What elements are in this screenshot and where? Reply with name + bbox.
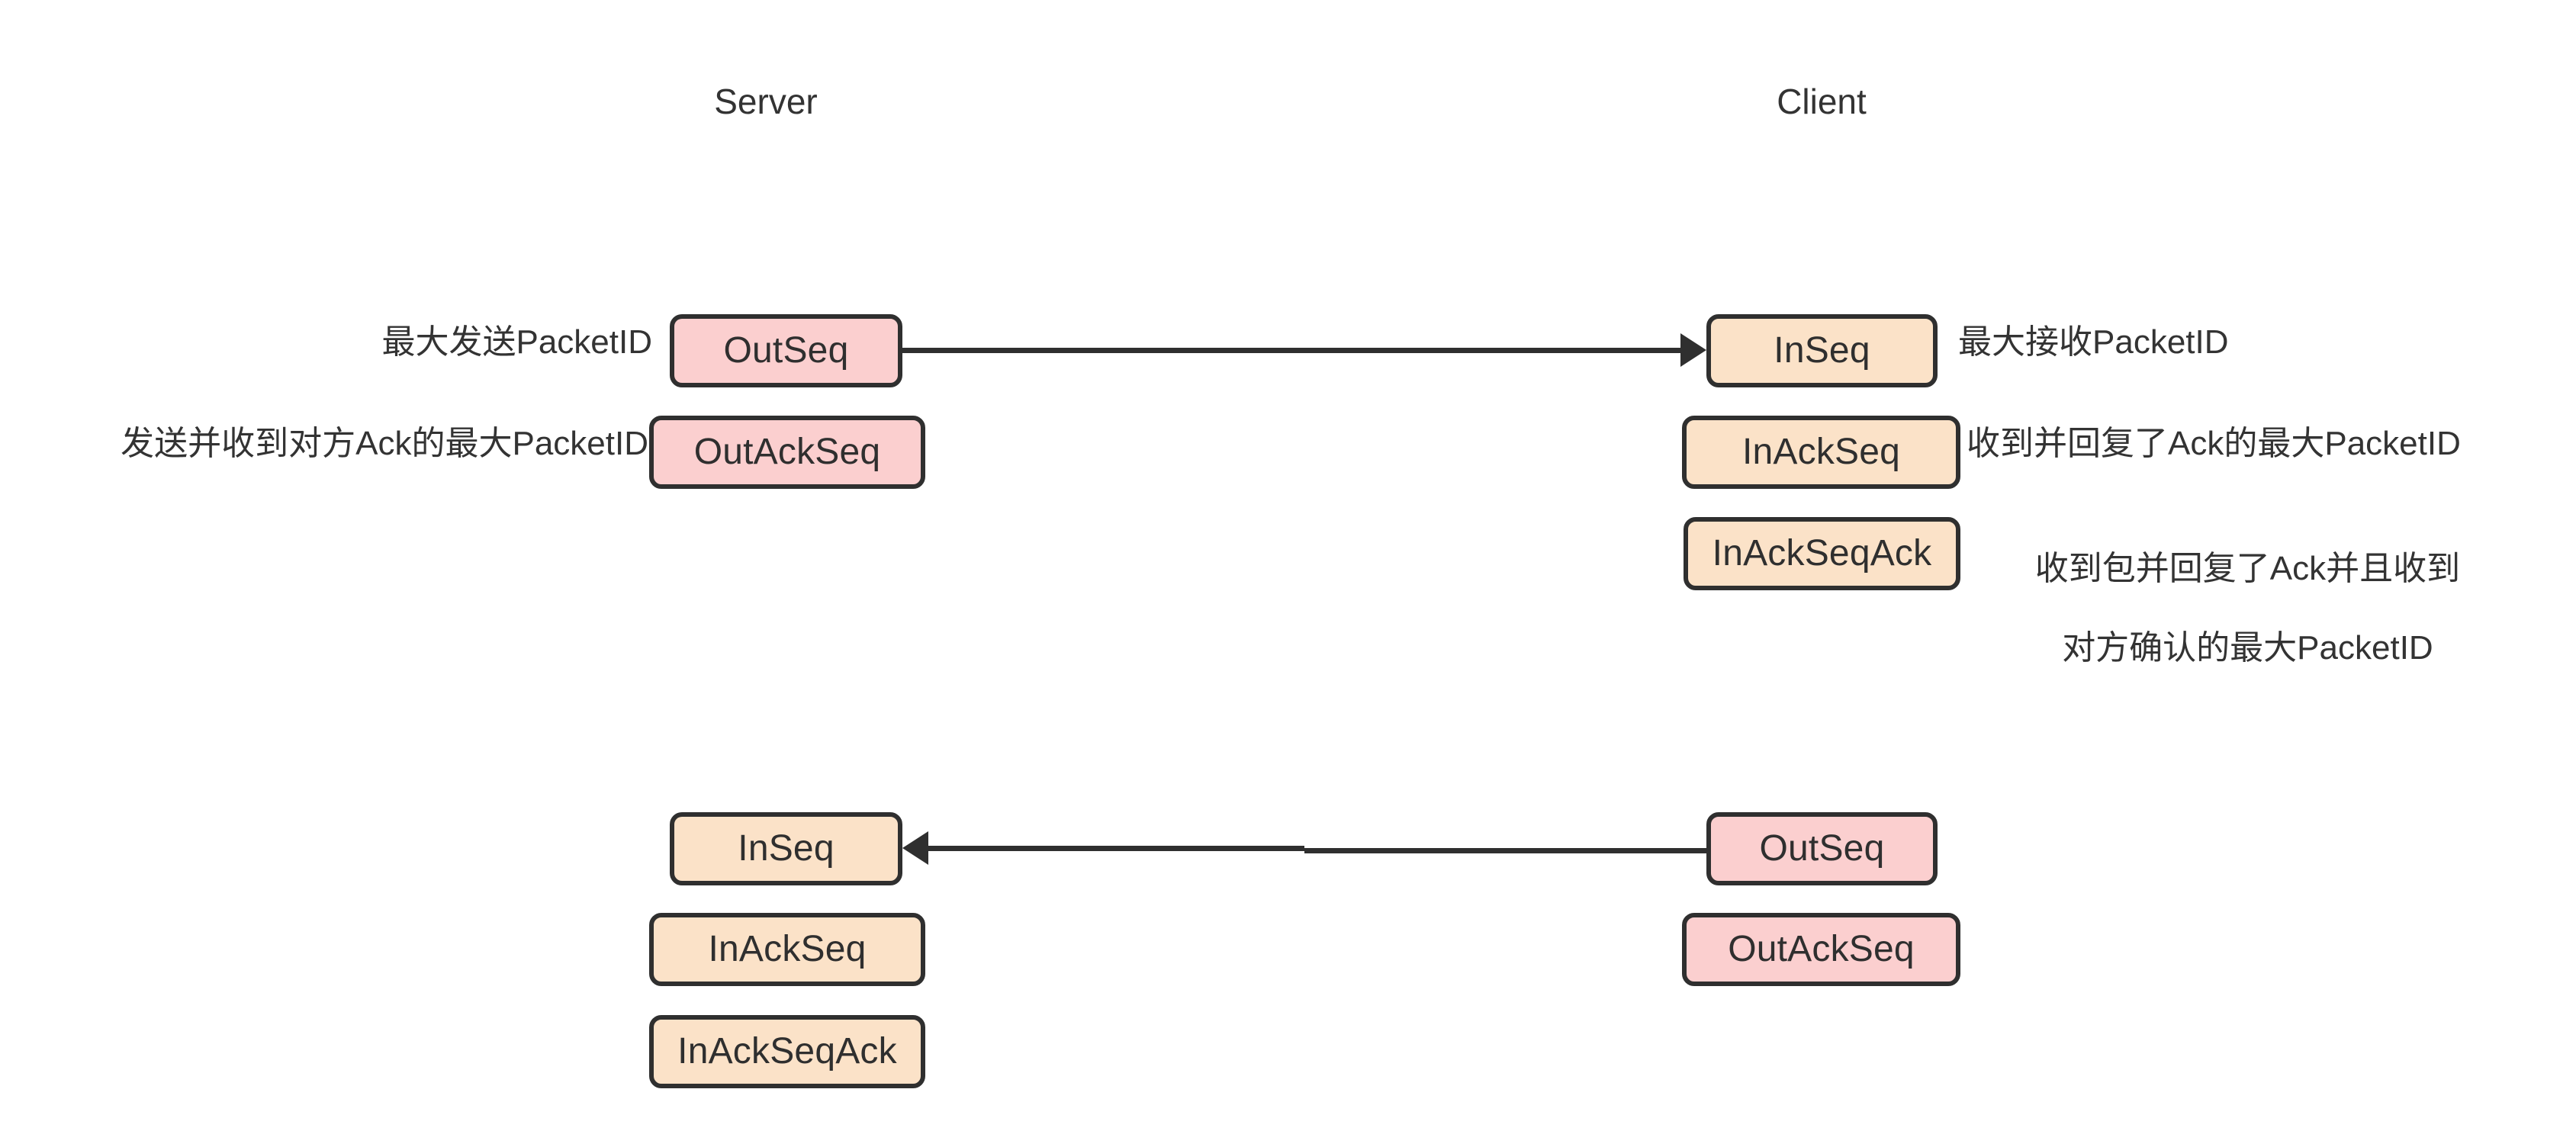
annotation-max-received-packetid: 最大接收PacketID — [1958, 323, 2229, 361]
connector-server-to-client-arrowhead — [1680, 333, 1706, 367]
node-client-inseq[interactable]: InSeq — [1706, 314, 1938, 387]
node-server-bottom-inackseq[interactable]: InAckSeq — [649, 913, 925, 986]
annotation-max-sent-packetid: 最大发送PacketID — [381, 323, 652, 361]
node-server-bottom-inackseqack[interactable]: InAckSeqAck — [649, 1015, 925, 1088]
node-client-inackseqack[interactable]: InAckSeqAck — [1684, 517, 1960, 590]
annotation-received-replied-and-confirmed: 收到包并回复了Ack并且收到 对方确认的最大PacketID — [1970, 509, 2488, 708]
connector-client-to-server-line-near — [928, 846, 1304, 851]
annotation-received-and-replied-ack: 收到并回复了Ack的最大PacketID — [1967, 425, 2461, 462]
node-server-outackseq[interactable]: OutAckSeq — [649, 416, 925, 489]
annotation-line-2: 对方确认的最大PacketID — [2062, 628, 2433, 667]
column-title-client: Client — [1777, 82, 1867, 121]
node-client-bottom-outseq[interactable]: OutSeq — [1706, 812, 1938, 885]
connector-server-to-client-line — [902, 348, 1680, 353]
column-title-server: Server — [714, 82, 818, 121]
node-client-bottom-outackseq[interactable]: OutAckSeq — [1682, 913, 1960, 986]
connector-client-to-server-arrowhead — [902, 831, 928, 865]
node-server-bottom-inseq[interactable]: InSeq — [670, 812, 902, 885]
annotation-sent-and-acked-packetid: 发送并收到对方Ack的最大PacketID — [121, 425, 648, 462]
node-client-inackseq[interactable]: InAckSeq — [1682, 416, 1960, 489]
annotation-line-1: 收到包并回复了Ack并且收到 — [2034, 549, 2461, 587]
connector-client-to-server-line-far — [1304, 848, 1706, 853]
node-server-outseq[interactable]: OutSeq — [670, 314, 902, 387]
